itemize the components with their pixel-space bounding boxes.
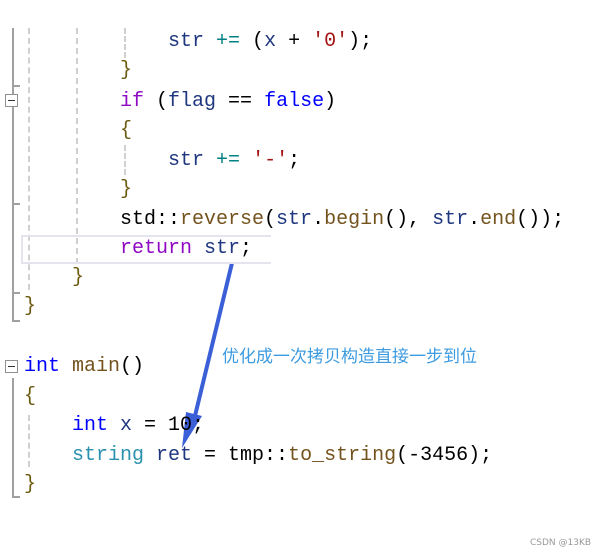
code-line: return str; — [120, 234, 252, 264]
indent-guide — [28, 28, 30, 290]
code-line: { — [120, 116, 132, 146]
code-token-pl: == — [216, 90, 265, 113]
code-token-br: } — [24, 473, 37, 496]
code-line: } — [120, 175, 132, 205]
code-line: } — [120, 56, 132, 86]
code-token-ty: int — [72, 414, 109, 437]
fold-tick — [12, 85, 20, 87]
code-token-pl — [192, 237, 204, 260]
arrow-head — [182, 412, 202, 448]
code-token-pl: = tmp:: — [192, 444, 289, 467]
code-token-pl: ; — [288, 149, 301, 172]
code-line: if (flag == false) — [120, 87, 336, 117]
code-token-pl: . — [312, 208, 325, 231]
code-line: { — [24, 382, 36, 412]
code-token-var: str — [276, 208, 313, 231]
code-token-ty: int — [24, 355, 61, 378]
code-token-var: x — [264, 30, 277, 53]
fold-tick — [12, 203, 20, 205]
code-token-var: str — [168, 149, 205, 172]
code-token-pl: ( — [264, 208, 277, 231]
code-line: } — [24, 470, 36, 500]
code-token-var: ret — [156, 444, 193, 467]
arrow-shaft — [192, 262, 234, 421]
code-line: str += (x + '0'); — [168, 27, 372, 57]
code-token-ty: false — [264, 90, 325, 113]
code-token-pl — [60, 355, 72, 378]
code-token-br: } — [120, 59, 133, 82]
code-line: } — [72, 263, 84, 293]
code-token-pl: (-3456); — [396, 444, 493, 467]
code-token-pl: ); — [348, 30, 373, 53]
code-token-kw: if — [120, 90, 145, 113]
code-token-pl: . — [468, 208, 481, 231]
code-token-var: flag — [168, 90, 217, 113]
collapse-if-icon[interactable] — [5, 94, 18, 107]
indent-guide — [124, 145, 126, 175]
fold-tick — [12, 496, 20, 498]
code-token-pl: std:: — [120, 208, 181, 231]
code-token-fn: begin — [324, 208, 385, 231]
code-token-op: += — [216, 30, 241, 53]
indent-guide — [28, 415, 30, 467]
code-token-pl: ( — [240, 30, 265, 53]
code-token-pl: () — [120, 355, 145, 378]
annotation-text: 优化成一次拷贝构造直接一步到位 — [222, 347, 477, 367]
code-token-pl: ; — [240, 237, 253, 260]
code-token-br: { — [120, 119, 133, 142]
code-token-var: str — [168, 30, 205, 53]
code-line: string ret = tmp::to_string(-3456); — [72, 441, 492, 471]
fold-line-main — [12, 378, 14, 496]
code-token-pl — [144, 444, 156, 467]
fold-tick — [12, 292, 20, 294]
code-line: int main() — [24, 352, 144, 382]
code-token-pl: ( — [144, 90, 169, 113]
code-token-var: x — [120, 414, 133, 437]
code-token-str: '-' — [252, 149, 289, 172]
code-line: int x = 10; — [72, 411, 204, 441]
code-token-fn: to_string — [288, 444, 397, 467]
code-line: } — [24, 292, 36, 322]
code-token-pl: + — [276, 30, 313, 53]
code-token-pl — [108, 414, 120, 437]
code-token-fn: main — [72, 355, 121, 378]
collapse-main-icon[interactable] — [5, 360, 18, 373]
code-token-fn: end — [480, 208, 517, 231]
indent-guide — [124, 28, 126, 58]
code-token-br: } — [24, 295, 37, 318]
code-token-pl: = 10; — [132, 414, 205, 437]
watermark: CSDN @13KB — [530, 538, 592, 548]
code-token-var: str — [204, 237, 241, 260]
code-token-var: str — [432, 208, 469, 231]
code-token-pl: ) — [324, 90, 337, 113]
code-line: str += '-'; — [168, 146, 300, 176]
code-token-pl — [204, 149, 216, 172]
code-token-br: } — [72, 266, 85, 289]
fold-line-outer — [12, 28, 14, 320]
code-token-op: += — [216, 149, 241, 172]
fold-tick — [12, 320, 20, 322]
code-token-pl: (), — [384, 208, 433, 231]
code-token-br: { — [24, 385, 37, 408]
code-token-br: } — [120, 178, 133, 201]
indent-guide — [76, 28, 78, 264]
code-token-pl — [240, 149, 252, 172]
code-token-kw: return — [120, 237, 193, 260]
code-line: std::reverse(str.begin(), str.end()); — [120, 205, 564, 235]
code-token-pl: ()); — [516, 208, 565, 231]
code-token-fn: reverse — [180, 208, 265, 231]
current-line-highlight — [21, 235, 271, 264]
code-token-cls: string — [72, 444, 145, 467]
code-token-str: '0' — [312, 30, 349, 53]
code-token-pl — [204, 30, 216, 53]
